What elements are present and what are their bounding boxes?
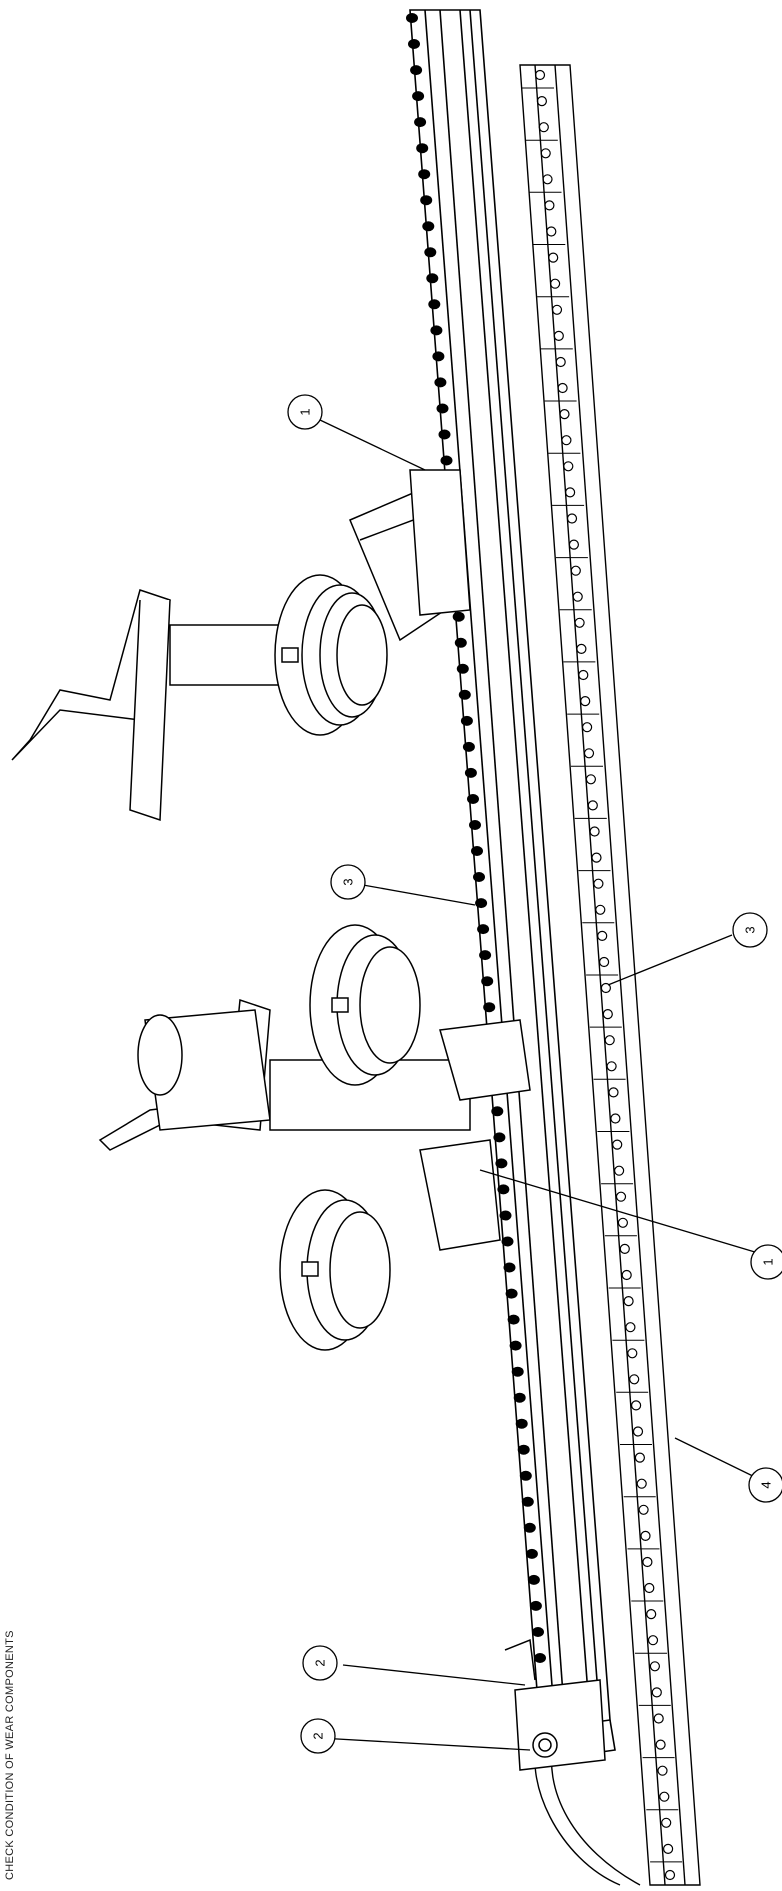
svg-text:4: 4: [759, 1481, 774, 1488]
svg-text:2: 2: [311, 1732, 326, 1739]
callout-2a: 2: [302, 1645, 338, 1681]
svg-text:1: 1: [761, 1258, 776, 1265]
callout-2b: 2: [300, 1718, 336, 1754]
callout-1a: 1: [287, 394, 323, 430]
callout-3a: 3: [330, 864, 366, 900]
edge-segment-dividers: [522, 87, 683, 1863]
svg-text:3: 3: [743, 926, 758, 933]
callout-3b: 3: [732, 912, 768, 948]
end-bracket: [504, 1638, 606, 1771]
callout-1b: 1: [750, 1244, 782, 1280]
bolt-row-top: [406, 13, 546, 1663]
svg-text:3: 3: [341, 878, 356, 885]
svg-text:2: 2: [313, 1659, 328, 1666]
svg-text:1: 1: [298, 408, 313, 415]
callout-4: 4: [748, 1467, 782, 1503]
bolt-row-edge: [534, 69, 676, 1881]
lower-mount-assembly: [98, 924, 531, 1351]
leader-lines: [319, 419, 766, 1751]
upper-mount-assembly: [11, 469, 471, 822]
